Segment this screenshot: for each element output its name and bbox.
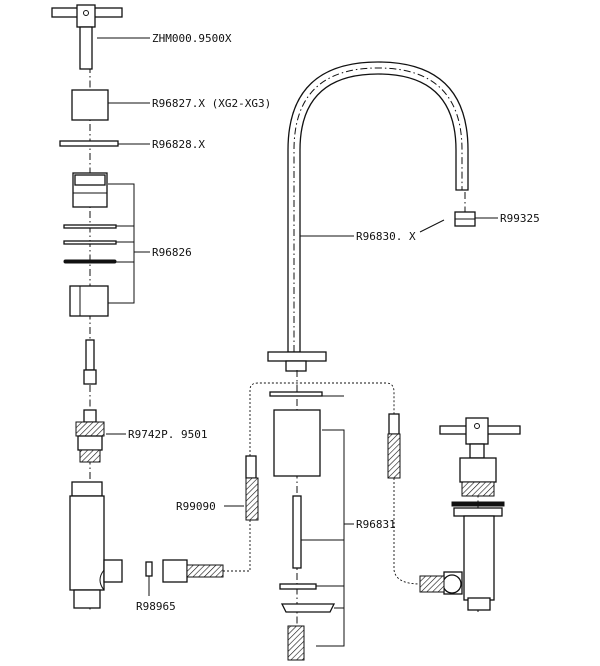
washer-part <box>59 140 119 147</box>
hose-left-path <box>223 520 251 572</box>
label-valve-kit: R96826 <box>152 246 192 259</box>
spout-part <box>267 61 469 372</box>
mount-kit-parts <box>269 391 336 661</box>
stem-part <box>83 339 97 385</box>
valve-kit-parts <box>63 172 117 317</box>
label-washer: R96828.X <box>152 138 205 151</box>
label-handle: ZHM000.9500X <box>152 32 232 45</box>
hose-right-route <box>300 382 395 414</box>
bracket-valve-kit <box>108 183 135 304</box>
valve-body-left <box>69 481 123 609</box>
bracket-mount-kit <box>316 429 345 647</box>
hose-right <box>387 413 401 479</box>
cap-part <box>71 89 109 121</box>
label-spout: R96830. X <box>356 230 416 243</box>
leader-spout-tip <box>419 219 445 233</box>
label-cap: R96827.X (XG2-XG3) <box>152 97 271 110</box>
hose-right-path <box>393 478 421 585</box>
valve-body-right <box>419 417 521 611</box>
label-aerator: R99325 <box>500 212 540 225</box>
label-cartridge: R9742P. 9501 <box>128 428 207 441</box>
aerator-part <box>454 211 476 227</box>
label-gasket: R98965 <box>136 600 176 613</box>
label-mount-kit: R96831 <box>356 518 396 531</box>
cartridge-part <box>75 409 105 463</box>
label-hose: R99090 <box>176 500 216 513</box>
cross-handle-left <box>51 4 123 70</box>
gasket-part <box>145 561 153 577</box>
hose-left-route <box>249 382 300 456</box>
hose-left <box>162 455 259 583</box>
